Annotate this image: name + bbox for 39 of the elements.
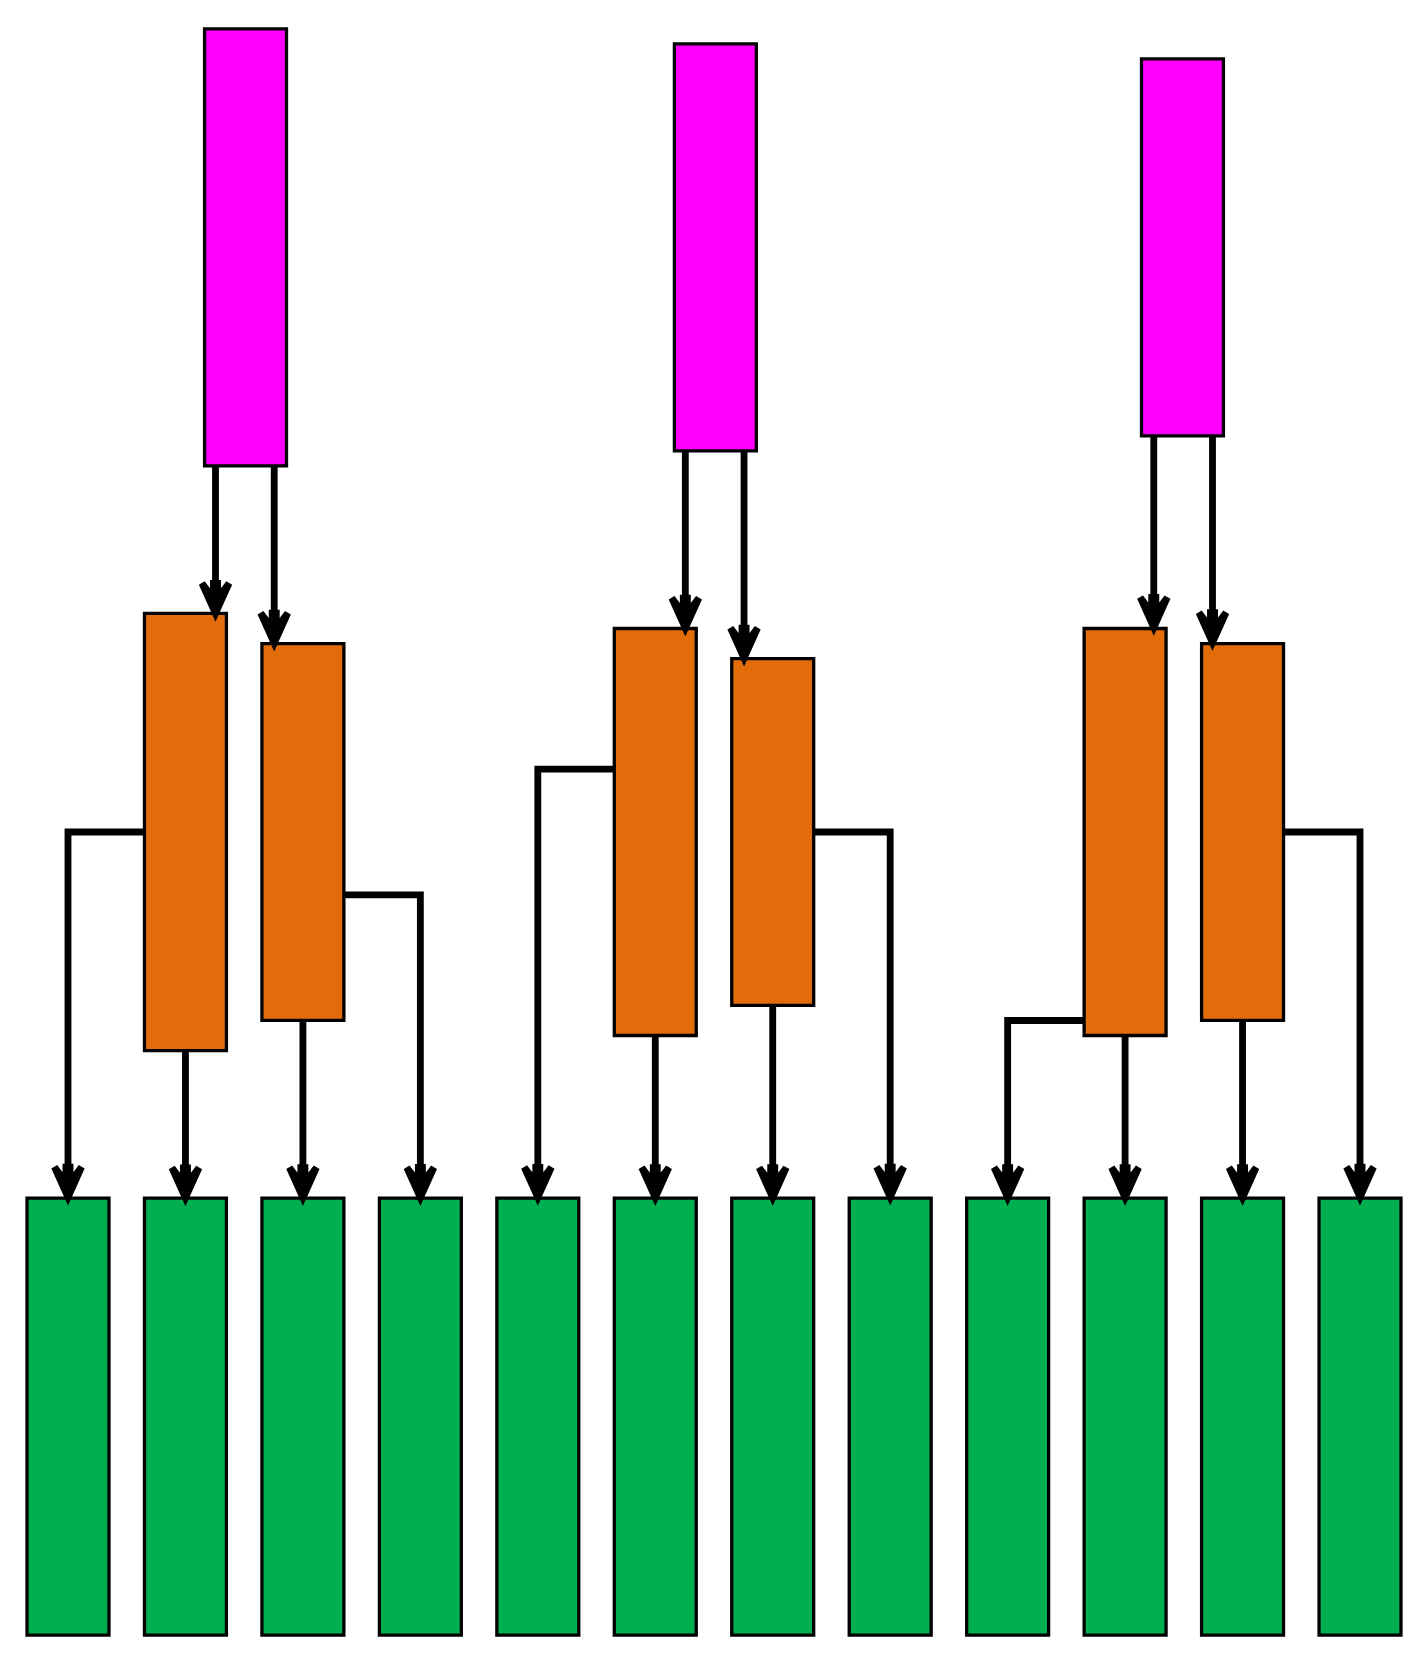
node-bar <box>1199 1196 1286 1637</box>
arrow <box>668 451 703 632</box>
node-bar <box>965 1196 1051 1637</box>
node-bar <box>495 1196 581 1637</box>
arrow <box>198 466 233 617</box>
node-bar <box>142 611 229 1053</box>
arrow <box>727 451 761 662</box>
node-bar <box>377 1196 463 1637</box>
arrow <box>1136 436 1171 631</box>
node-bar <box>1199 641 1286 1023</box>
arrow <box>990 1017 1084 1202</box>
arrow <box>168 1051 203 1202</box>
arrow <box>51 828 145 1201</box>
arrow <box>1108 1035 1143 1202</box>
node-bar <box>202 27 289 468</box>
arrow <box>285 1020 320 1202</box>
node-bar <box>260 1196 346 1637</box>
node-bar <box>1082 1196 1168 1637</box>
node-bar <box>1082 626 1168 1038</box>
node-bar <box>1317 1196 1403 1637</box>
node-bar <box>612 1196 698 1637</box>
node-bar <box>25 1196 111 1637</box>
arrow <box>1225 1020 1260 1202</box>
arrow <box>520 765 615 1201</box>
node-bar <box>612 626 698 1038</box>
arrow <box>257 466 292 647</box>
arrow <box>1283 828 1377 1201</box>
node-bar <box>672 42 758 453</box>
node-bar <box>142 1196 229 1637</box>
arrow <box>638 1035 673 1202</box>
node-bar <box>847 1196 933 1637</box>
arrow <box>755 1005 790 1202</box>
node-bar <box>730 1196 816 1637</box>
node-bar <box>260 641 346 1023</box>
arrow <box>813 828 908 1201</box>
arrow <box>1195 436 1230 647</box>
node-bar <box>730 656 816 1008</box>
node-bar <box>1139 57 1226 438</box>
arrow <box>344 891 438 1201</box>
